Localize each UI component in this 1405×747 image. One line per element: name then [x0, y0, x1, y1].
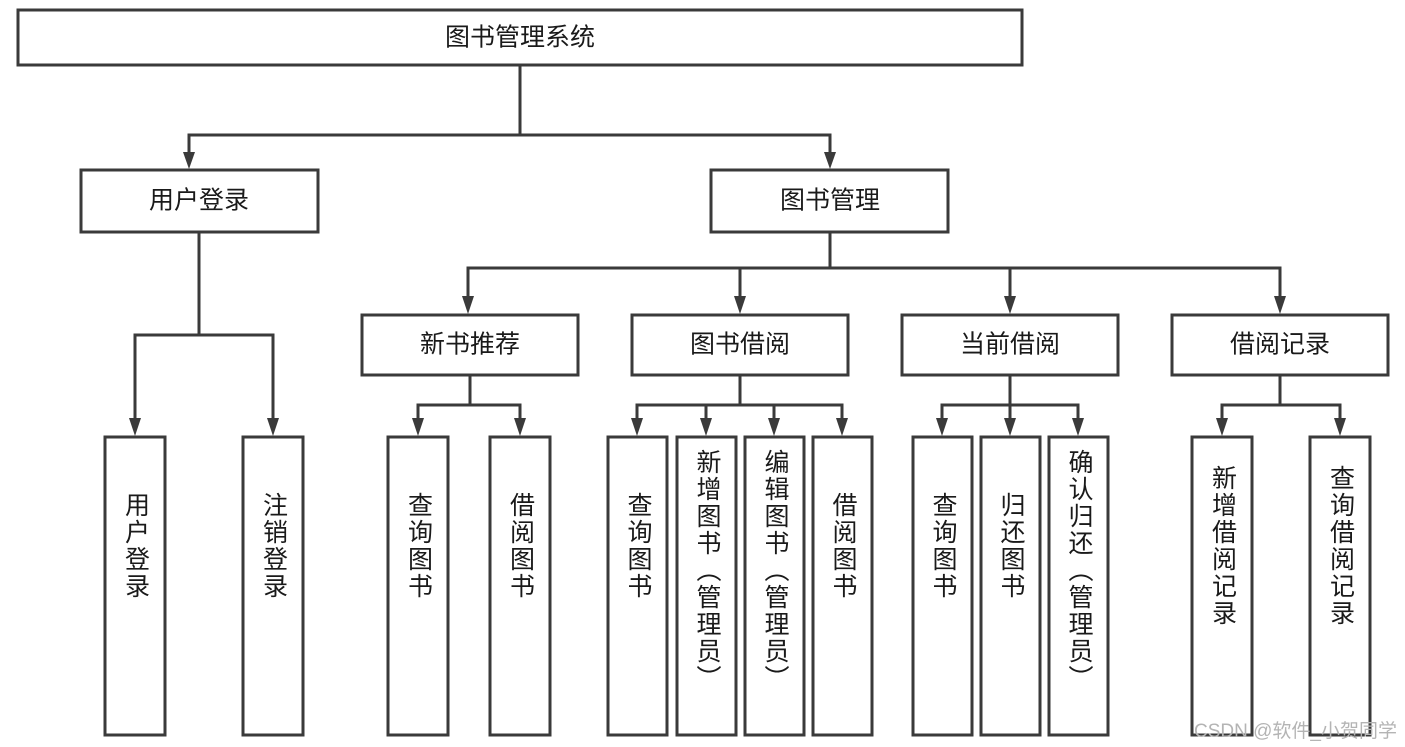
arrow-icon: [768, 418, 780, 436]
node-leaf-query-record[interactable]: [1308, 435, 1372, 737]
node-book-management[interactable]: [709, 168, 950, 234]
arrow-icon: [462, 296, 474, 314]
node-borrow-record-label: 借阅记录: [1230, 331, 1330, 359]
arrow-icon: [734, 296, 746, 314]
arrow-icon: [1216, 418, 1228, 436]
node-leaf-return-book[interactable]: [979, 435, 1042, 737]
arrow-icon: [700, 418, 712, 436]
node-current-borrow-label: 当前借阅: [960, 331, 1060, 359]
arrow-icon: [936, 418, 948, 436]
arrow-icon: [1072, 418, 1084, 436]
node-leaf-query-book-3[interactable]: [911, 435, 974, 737]
arrow-icon: [129, 418, 141, 436]
watermark: CSDN @软件_小贺同学: [1194, 721, 1397, 742]
node-user-login-label: 用户登录: [149, 187, 249, 215]
arrow-icon: [631, 418, 643, 436]
arrow-icon: [412, 418, 424, 436]
node-leaf-borrow-book-2[interactable]: [811, 435, 874, 737]
node-leaf-user-login[interactable]: [103, 435, 167, 737]
arrow-icon: [267, 418, 279, 436]
arrow-icon: [836, 418, 848, 436]
nodes: 图书管理系统 用户登录 图书管理 新书推荐 图书借阅 当前借阅 借阅记录: [16, 8, 1390, 737]
node-leaf-borrow-book-1[interactable]: [488, 435, 552, 737]
node-book-borrow[interactable]: [630, 313, 850, 377]
node-current-borrow[interactable]: [900, 313, 1120, 377]
node-book-management-label: 图书管理: [780, 187, 880, 215]
node-borrow-record[interactable]: [1170, 313, 1390, 377]
node-new-book-recommend[interactable]: [360, 313, 580, 377]
node-leaf-query-book-2[interactable]: [606, 435, 669, 737]
connectors: [133, 63, 1342, 422]
node-root-label: 图书管理系统: [445, 24, 595, 52]
node-leaf-edit-book[interactable]: [743, 435, 806, 737]
arrow-icon: [183, 152, 195, 169]
node-new-book-recommend-label: 新书推荐: [420, 331, 520, 359]
node-leaf-confirm-return[interactable]: [1047, 435, 1110, 737]
node-book-borrow-label: 图书借阅: [690, 331, 790, 359]
node-leaf-add-record[interactable]: [1190, 435, 1254, 737]
arrow-icon: [824, 152, 836, 169]
arrow-icon: [514, 418, 526, 436]
arrow-icon: [1004, 418, 1016, 436]
node-user-login[interactable]: [79, 168, 320, 234]
arrow-icon: [1334, 418, 1346, 436]
node-leaf-user-logout[interactable]: [241, 435, 305, 737]
arrow-icon: [1004, 296, 1016, 314]
arrow-heads: [129, 152, 1346, 436]
arrow-icon: [1274, 296, 1286, 314]
node-leaf-add-book[interactable]: [675, 435, 738, 737]
node-root[interactable]: [16, 8, 1024, 67]
node-leaf-query-book-1[interactable]: [386, 435, 450, 737]
